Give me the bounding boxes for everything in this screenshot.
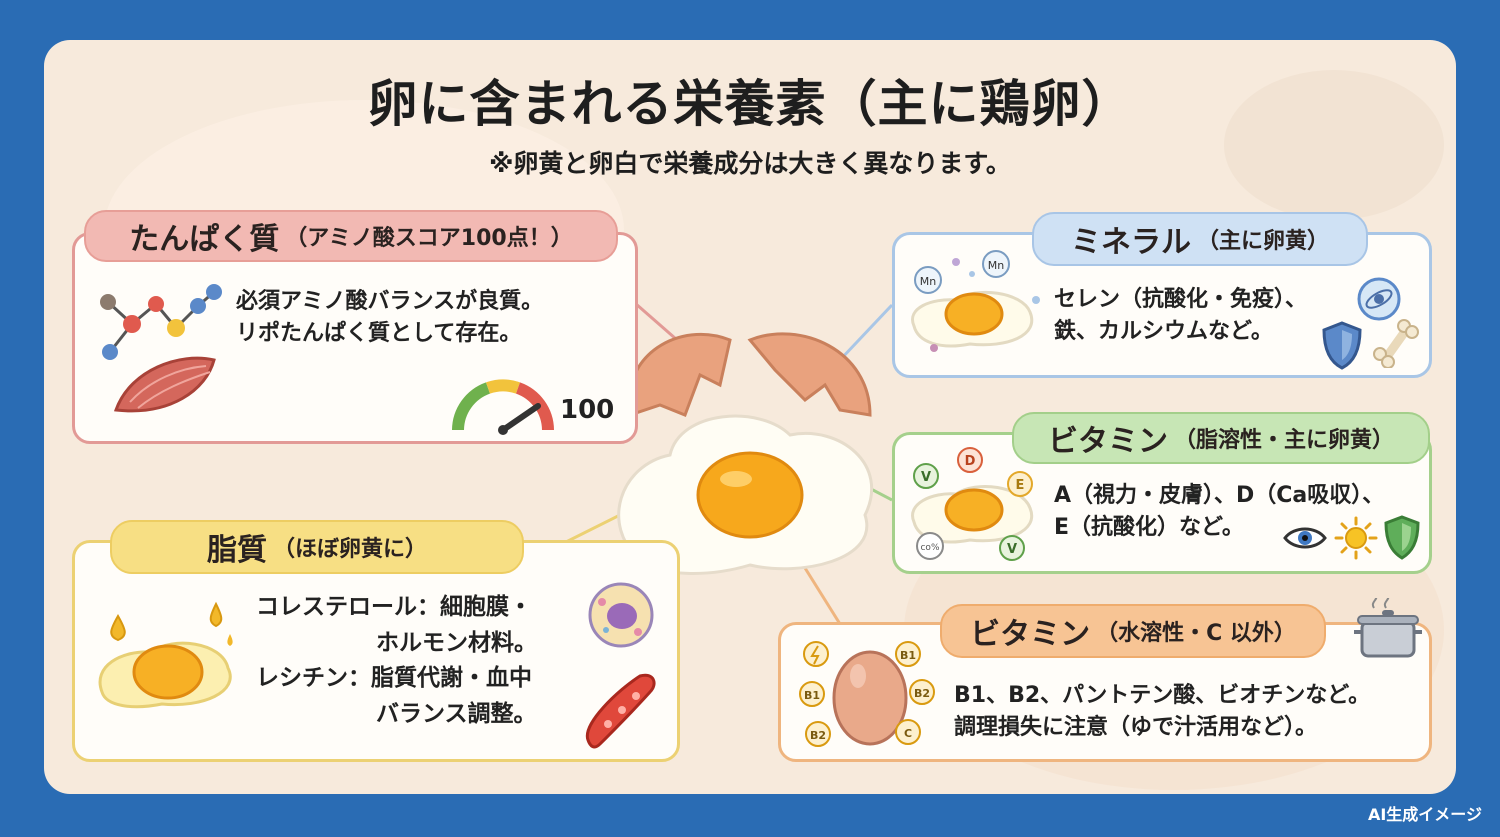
fat-soluble-vitamin-line: A（視力・皮膚）、D（Ca吸収）、 — [1054, 483, 1385, 508]
mineral-bubble-label: Mn — [920, 275, 936, 288]
vitamin-bubble-label: B2 — [914, 687, 930, 700]
fat-line: ホルモン材料。 — [376, 629, 537, 656]
page-subtitle: ※卵黄と卵白で栄養成分は大きく異なります。 — [489, 149, 1011, 178]
water-soluble-vitamin-line: 調理損失に注意（ゆで汁活用など）。 — [954, 714, 1318, 740]
molecule-icon — [100, 284, 222, 360]
green-shield-icon — [1384, 515, 1420, 560]
vitamin-bubble-label: E — [1016, 478, 1025, 493]
protein-note: （アミノ酸スコア100点！） — [285, 226, 573, 251]
vitamin-bubble-label: B2 — [810, 729, 826, 742]
water-soluble-vitamin-heading: ビタミン — [970, 617, 1091, 652]
mineral-bubble-label: Mn — [988, 259, 1004, 272]
mineral-line: 鉄、カルシウムなど。 — [1054, 318, 1273, 344]
vitamin-bubble-label: V — [1007, 542, 1017, 557]
water-soluble-vitamin-heading-badge: ビタミン （水溶性・C 以外） — [940, 604, 1326, 658]
cell-icon — [588, 582, 654, 648]
water-soluble-vitamin-line: B1、B2、パントテン酸、ビオチンなど。 — [954, 683, 1371, 708]
bone-icon — [1373, 319, 1419, 368]
mineral-note: （主に卵黄） — [1196, 229, 1329, 254]
mineral-heading: ミネラル — [1070, 225, 1191, 260]
eye-icon — [1283, 527, 1327, 549]
fat-heading-badge: 脂質 （ほぼ卵黄に） — [110, 520, 524, 574]
score-gauge-icon — [452, 379, 554, 435]
protein-line: リポたんぱく質として存在。 — [236, 320, 522, 346]
fat-line: バランス調整。 — [376, 700, 537, 727]
water-soluble-vitamin-text: B1、B2、パントテン酸、ビオチンなど。 調理損失に注意（ゆで汁活用など）。 — [954, 680, 1370, 744]
blood-vessel-icon — [585, 673, 656, 749]
mineral-heading-badge: ミネラル （主に卵黄） — [1032, 212, 1368, 266]
atom-icon — [1357, 277, 1401, 321]
protein-line: 必須アミノ酸バランスが良質。 — [236, 289, 544, 314]
protein-score: 100 — [560, 395, 615, 425]
mineral-egg-icon: Mn Mn — [911, 250, 1040, 352]
mineral-text: セレン（抗酸化・免疫）、 鉄、カルシウムなど。 — [1054, 284, 1307, 348]
vitamin-bubble-label: D — [965, 454, 976, 469]
background-blob — [1224, 70, 1444, 220]
fat-soluble-vitamin-heading-badge: ビタミン （脂溶性・主に卵黄） — [1012, 412, 1430, 464]
sun-icon — [1334, 516, 1378, 560]
water-soluble-vitamin-note: （水溶性・C 以外） — [1096, 621, 1296, 646]
vitamin-bubble-label: V — [921, 470, 931, 485]
vitamin-bubble-label: B1 — [804, 689, 820, 702]
shield-icon — [1322, 321, 1362, 370]
vitamin-egg-icon: V D E V co% — [911, 447, 1034, 561]
fat-soluble-vitamin-text: A（視力・皮膚）、D（Ca吸収）、 E（抗酸化）など。 — [1054, 480, 1384, 544]
fat-note: （ほぼ卵黄に） — [272, 537, 427, 562]
vitamin-bubble-label: B1 — [900, 649, 916, 662]
fat-soluble-vitamin-line: E（抗酸化）など。 — [1054, 514, 1244, 540]
fat-soluble-vitamin-heading: ビタミン — [1047, 424, 1168, 459]
fat-line: コレステロール：細胞膜・ — [256, 594, 532, 620]
fat-heading: 脂質 — [206, 533, 267, 568]
page-title: 卵に含まれる栄養素（主に鶏卵） — [367, 75, 1133, 133]
mineral-line: セレン（抗酸化・免疫）、 — [1054, 287, 1308, 312]
muscle-icon — [113, 356, 216, 413]
ai-generated-watermark: AI生成イメージ — [1367, 805, 1482, 824]
protein-text: 必須アミノ酸バランスが良質。 リポたんぱく質として存在。 — [236, 286, 543, 350]
fat-soluble-vitamin-note: （脂溶性・主に卵黄） — [1173, 428, 1394, 453]
whole-egg-icon: B1 B1 B2 B2 C — [799, 641, 935, 747]
vitamin-bubble-label: co% — [920, 543, 939, 553]
fat-line: レシチン：脂質代謝・血中 — [256, 665, 532, 692]
fat-text: コレステロール：細胞膜・ ホルモン材料。 レシチン：脂質代謝・血中 バランス調整… — [256, 590, 537, 733]
egg-yolk-oil-icon — [98, 601, 233, 709]
protein-heading: たんぱく質 — [129, 222, 280, 257]
central-egg-illustration — [617, 332, 873, 575]
protein-heading-badge: たんぱく質 （アミノ酸スコア100点！） — [84, 210, 618, 262]
vitamin-bubble-label: C — [904, 727, 912, 740]
cooking-pot-icon — [1354, 598, 1422, 658]
